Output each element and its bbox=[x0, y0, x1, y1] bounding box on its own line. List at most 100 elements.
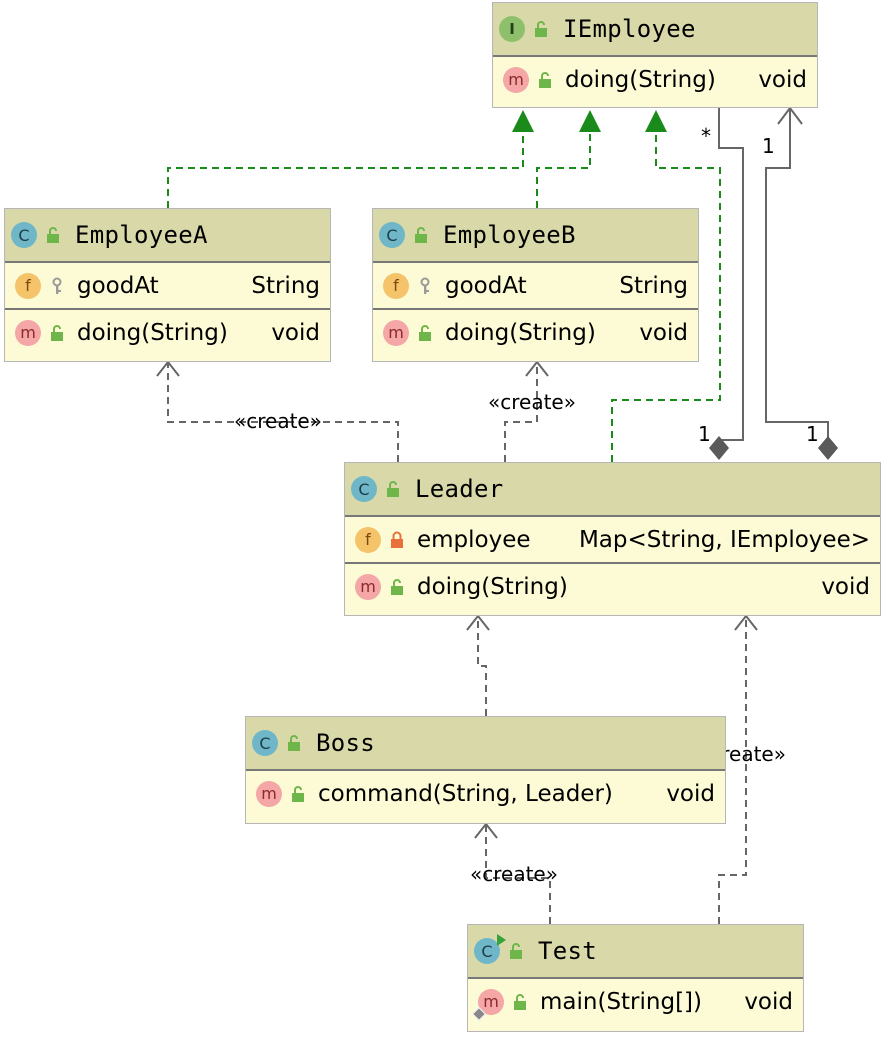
class-leader[interactable]: C Leader f employee Map<String, IEmploye… bbox=[344, 462, 881, 616]
realization-leader-iemployee bbox=[611, 110, 721, 462]
class-name: IEmployee bbox=[563, 15, 696, 43]
class-header: C EmployeeB bbox=[373, 209, 698, 263]
public-unlock-icon bbox=[288, 735, 300, 751]
public-unlock-icon bbox=[387, 481, 399, 497]
field-row[interactable]: f goodAt String bbox=[373, 263, 698, 308]
field-icon: f bbox=[355, 526, 381, 553]
multiplicity-one-source-a: 1 bbox=[698, 422, 711, 446]
method-type: void bbox=[744, 988, 793, 1015]
dependency-leader-employeea bbox=[156, 360, 399, 462]
fields-section: f employee Map<String, IEmployee> bbox=[345, 517, 880, 564]
method-icon: m bbox=[256, 780, 282, 807]
realization-employeea-iemployee bbox=[167, 110, 534, 208]
method-type: void bbox=[666, 780, 715, 807]
public-unlock-icon bbox=[292, 785, 304, 802]
realization-arrowhead bbox=[645, 110, 667, 132]
methods-section: m doing(String) void bbox=[5, 310, 330, 355]
create-label-test-boss: «create» bbox=[470, 862, 558, 886]
public-unlock-icon bbox=[514, 993, 526, 1010]
method-name: doing(String) bbox=[565, 66, 716, 93]
class-name: EmployeeB bbox=[443, 221, 576, 249]
public-unlock-icon bbox=[391, 578, 403, 595]
composition-diamond bbox=[818, 436, 838, 460]
field-name: goodAt bbox=[445, 272, 527, 299]
create-label-leader-employeeb: «create» bbox=[488, 390, 576, 414]
method-icon: m bbox=[503, 66, 529, 93]
class-iemployee[interactable]: I IEmployee m doing(String) void bbox=[492, 2, 818, 108]
dependency-leader-employeeb bbox=[504, 360, 549, 462]
method-icon: m bbox=[383, 319, 409, 346]
fields-section: f goodAt String bbox=[5, 263, 330, 310]
method-name: doing(String) bbox=[77, 319, 228, 346]
class-header: C Boss bbox=[246, 717, 725, 771]
public-unlock-icon bbox=[510, 943, 522, 959]
run-icon bbox=[497, 934, 506, 946]
method-row[interactable]: m doing(String) void bbox=[345, 564, 880, 609]
method-type: void bbox=[639, 319, 688, 346]
composition-one-leader-iemployee bbox=[765, 106, 838, 460]
dependency-test-boss bbox=[474, 822, 551, 924]
methods-section: m main(String[]) void bbox=[468, 979, 803, 1024]
class-header: C EmployeeA bbox=[5, 209, 330, 263]
public-unlock-icon bbox=[539, 71, 551, 88]
method-name: main(String[]) bbox=[540, 988, 702, 1015]
class-header: C Test bbox=[468, 925, 803, 979]
public-unlock-icon bbox=[47, 227, 59, 243]
class-name: EmployeeA bbox=[75, 221, 208, 249]
field-name: employee bbox=[417, 526, 531, 553]
field-type: Map<String, IEmployee> bbox=[578, 526, 870, 553]
methods-section: m doing(String) void bbox=[345, 564, 880, 609]
class-header: C Leader bbox=[345, 463, 880, 517]
method-icon: m bbox=[15, 319, 41, 346]
method-row[interactable]: m doing(String) void bbox=[493, 57, 817, 102]
method-icon: m bbox=[355, 573, 381, 600]
fields-section: f goodAt String bbox=[373, 263, 698, 310]
class-name: Boss bbox=[316, 729, 375, 757]
public-unlock-icon bbox=[419, 324, 431, 341]
public-unlock-icon bbox=[51, 324, 63, 341]
create-label-leader-employeea: «create» bbox=[234, 409, 322, 433]
class-name: Leader bbox=[415, 475, 504, 503]
method-name: doing(String) bbox=[417, 573, 568, 600]
multiplicity-star: * bbox=[701, 124, 711, 148]
class-employeeb[interactable]: C EmployeeB f goodAt String m doing(Stri… bbox=[372, 208, 699, 362]
realization-arrowhead bbox=[579, 110, 601, 132]
methods-section: m doing(String) void bbox=[493, 57, 817, 102]
realization-employeeb-iemployee bbox=[536, 110, 601, 208]
field-icon: f bbox=[15, 272, 41, 299]
dependency-boss-leader bbox=[466, 614, 490, 716]
multiplicity-one-target: 1 bbox=[762, 134, 775, 158]
class-boss[interactable]: C Boss m command(String, Leader) void bbox=[245, 716, 726, 824]
class-header: I IEmployee bbox=[493, 3, 817, 57]
method-row[interactable]: m main(String[]) void bbox=[468, 979, 803, 1024]
class-employeea[interactable]: C EmployeeA f goodAt String m doing(Stri… bbox=[4, 208, 331, 362]
field-icon: f bbox=[383, 272, 409, 299]
dependency-test-leader bbox=[718, 614, 758, 924]
method-row[interactable]: m command(String, Leader) void bbox=[246, 771, 725, 816]
multiplicity-one-source-b: 1 bbox=[806, 422, 819, 446]
method-row[interactable]: m doing(String) void bbox=[5, 310, 330, 355]
package-key-icon bbox=[420, 277, 430, 294]
field-name: goodAt bbox=[77, 272, 159, 299]
public-unlock-icon bbox=[415, 227, 427, 243]
methods-section: m doing(String) void bbox=[373, 310, 698, 355]
class-icon: C bbox=[252, 730, 278, 756]
field-type: String bbox=[619, 272, 688, 299]
interface-icon: I bbox=[499, 16, 525, 42]
field-row[interactable]: f goodAt String bbox=[5, 263, 330, 308]
class-test[interactable]: C Test m main(String[]) void bbox=[467, 924, 804, 1032]
class-icon: C bbox=[379, 222, 405, 248]
public-unlock-icon bbox=[535, 21, 547, 37]
class-icon: C bbox=[11, 222, 37, 248]
field-type: String bbox=[251, 272, 320, 299]
realization-arrowhead bbox=[512, 110, 534, 132]
method-name: doing(String) bbox=[445, 319, 596, 346]
composition-star-leader-iemployee bbox=[706, 78, 744, 460]
method-row[interactable]: m doing(String) void bbox=[373, 310, 698, 355]
package-key-icon bbox=[52, 277, 62, 294]
field-row[interactable]: f employee Map<String, IEmployee> bbox=[345, 517, 880, 562]
method-type: void bbox=[758, 66, 807, 93]
class-name: Test bbox=[538, 937, 597, 965]
method-type: void bbox=[271, 319, 320, 346]
